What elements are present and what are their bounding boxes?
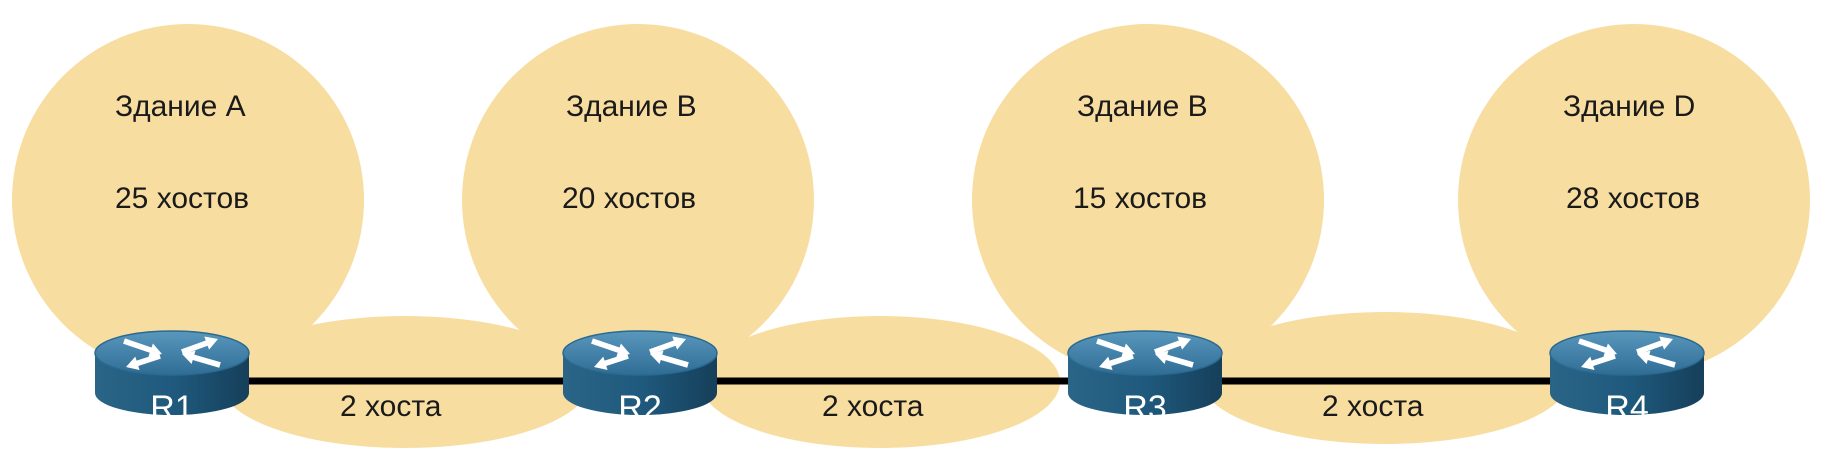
router-icon (94, 330, 250, 415)
router-r2[interactable]: R2 (562, 330, 718, 427)
router-r2-label: R2 (618, 389, 661, 427)
building-a-name: Здание A (115, 90, 246, 123)
link-r3-r4-label: 2 хоста (1322, 390, 1424, 423)
router-icon (1549, 330, 1705, 415)
routers: R1 R2 R3 R4 (94, 330, 1705, 427)
building-a-hosts: 25 хостов (115, 182, 249, 215)
building-b-hosts: 20 хостов (562, 182, 696, 215)
building-labels: Здание A 25 хостов Здание B 20 хостов Зд… (115, 90, 1700, 215)
link-r2-r3-label: 2 хоста (822, 390, 924, 423)
building-area-c (972, 24, 1324, 376)
router-r3-label: R3 (1123, 389, 1166, 427)
router-r4-label: R4 (1605, 389, 1648, 427)
building-d-hosts: 28 хостов (1566, 182, 1700, 215)
link-labels: 2 хоста 2 хоста 2 хоста (340, 390, 1424, 423)
router-r1-label: R1 (150, 389, 193, 427)
building-area-d (1458, 24, 1810, 376)
building-b-name: Здание B (566, 90, 697, 123)
router-r3[interactable]: R3 (1067, 330, 1223, 427)
router-r4[interactable]: R4 (1549, 330, 1705, 427)
building-c-hosts: 15 хостов (1073, 182, 1207, 215)
router-icon (1067, 330, 1223, 415)
building-areas (12, 24, 1810, 376)
building-area-b (462, 24, 814, 376)
link-r1-r2-label: 2 хоста (340, 390, 442, 423)
router-r1[interactable]: R1 (94, 330, 250, 427)
building-d-name: Здание D (1563, 90, 1695, 123)
building-area-a (12, 24, 364, 376)
router-icon (562, 330, 718, 415)
building-c-name: Здание B (1077, 90, 1208, 123)
